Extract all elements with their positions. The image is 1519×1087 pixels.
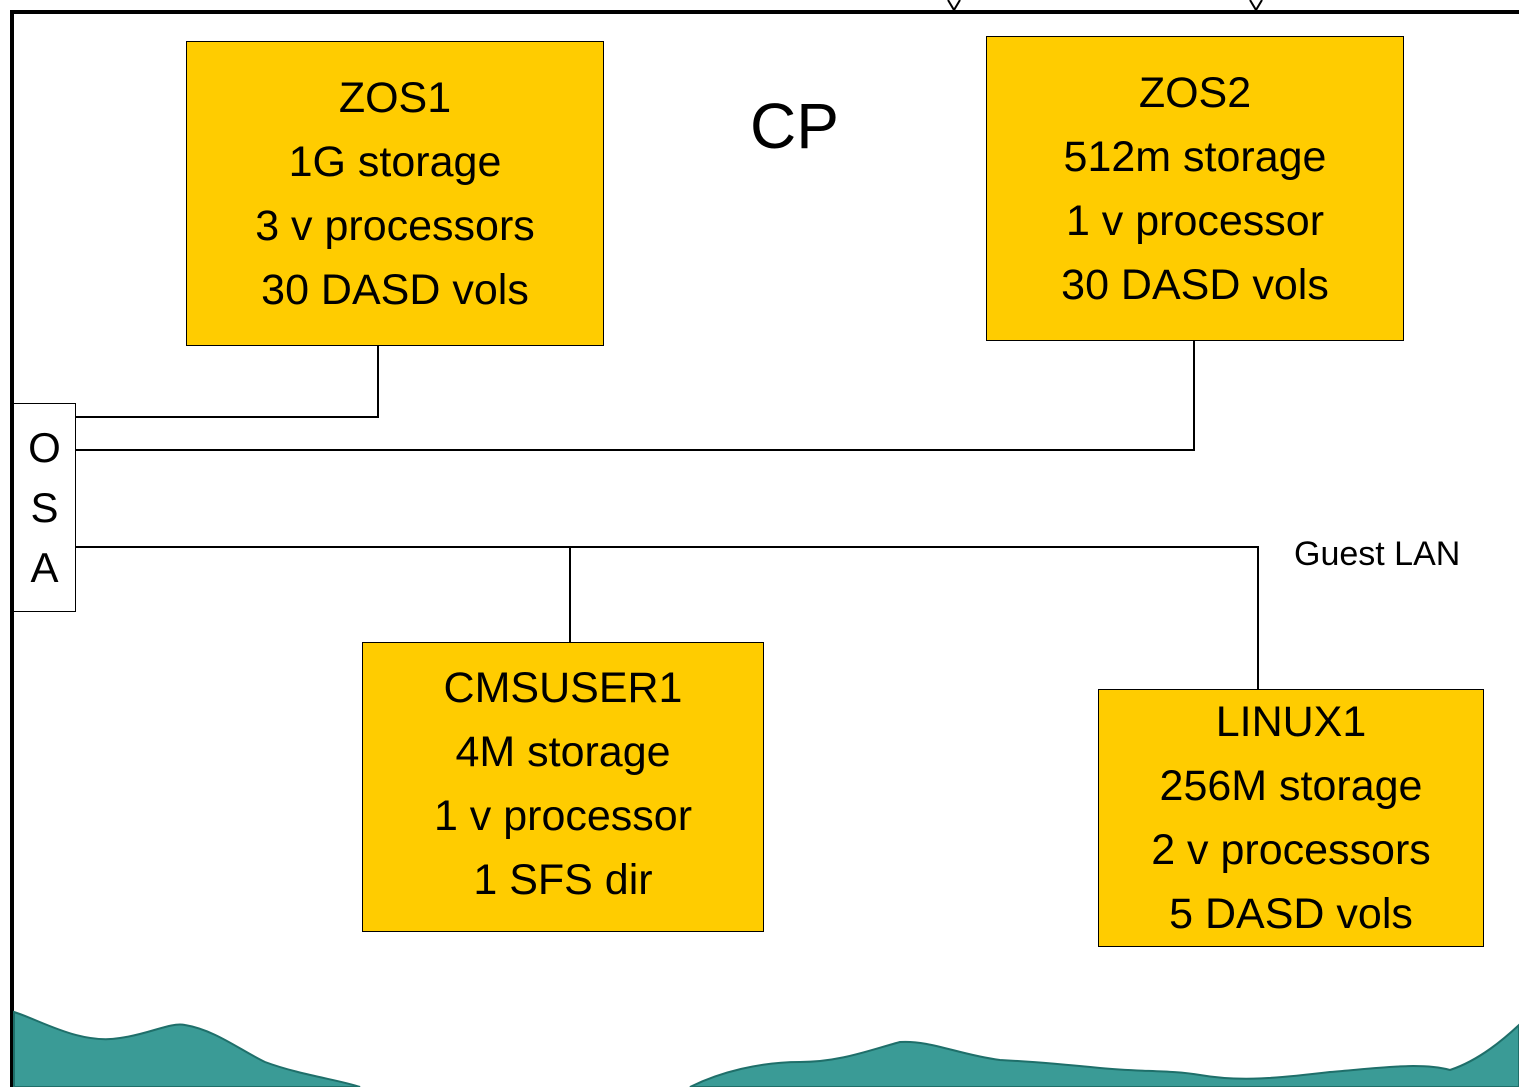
top-arrow-mark-1 [947,0,961,12]
system-frame-top [10,10,1519,14]
vm-processors: 2 v processors [1151,826,1431,874]
zos2-link [76,341,1195,451]
vm-processors: 1 v processor [1065,196,1325,245]
osa-adapter: O S A [13,403,76,612]
vm-box-zos1: ZOS1 1G storage 3 v processors 30 DASD v… [186,41,604,346]
vm-box-zos2: ZOS2 512m storage 1 v processor 30 DASD … [986,36,1404,341]
right-hill [689,1023,1519,1087]
vm-dasd: 30 DASD vols [261,265,529,314]
vm-processors: 3 v processors [255,201,535,250]
left-hill [13,1010,361,1087]
vm-storage: 256M storage [1159,762,1423,810]
osa-letter: O [28,423,61,471]
vm-storage: 1G storage [288,137,502,186]
vm-sfs: 1 SFS dir [473,856,653,904]
vm-name: LINUX1 [1215,698,1367,746]
vm-name: ZOS1 [338,73,452,122]
vm-processors: 1 v processor [433,792,693,840]
cp-label: CP [750,90,839,162]
vm-box-cmsuser1: CMSUSER1 4M storage 1 v processor 1 SFS … [362,642,764,932]
zos1-link [76,346,379,418]
vm-name: ZOS2 [1138,68,1252,117]
guest-lan-label: Guest LAN [1294,535,1461,573]
vm-box-linux1: LINUX1 256M storage 2 v processors 5 DAS… [1098,689,1484,947]
vm-storage: 4M storage [455,728,671,776]
top-arrow-mark-2 [1249,0,1263,12]
vm-dasd: 30 DASD vols [1061,260,1329,309]
vm-dasd: 5 DASD vols [1169,890,1413,938]
vm-storage: 512m storage [1063,132,1327,181]
guest-lan-bus [76,546,1259,689]
osa-letter: S [30,483,59,531]
vm-name: CMSUSER1 [443,664,683,712]
osa-letter: A [30,543,59,591]
system-frame-left [10,10,14,1087]
